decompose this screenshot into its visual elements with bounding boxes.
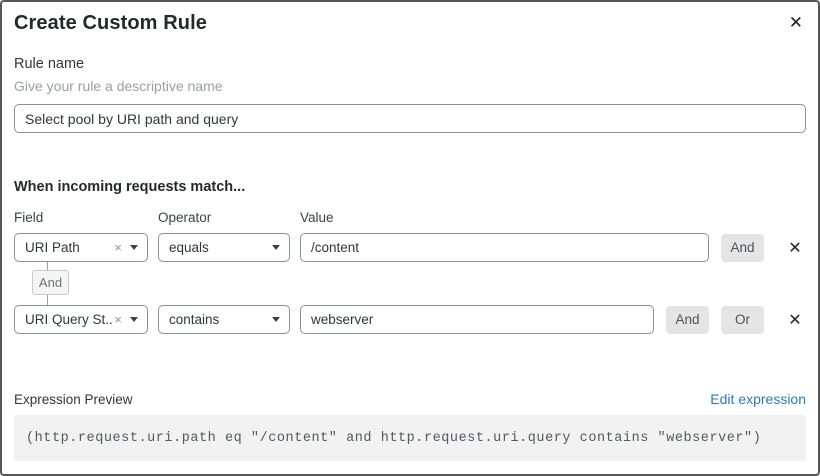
edit-expression-link[interactable]: Edit expression — [710, 391, 806, 407]
close-icon[interactable]: ✕ — [788, 13, 803, 32]
operator-select-row2-value: contains — [169, 312, 220, 327]
rule-name-input[interactable] — [14, 104, 806, 133]
rule-name-label: Rule name — [14, 56, 85, 72]
and-button-row1[interactable]: And — [721, 233, 764, 262]
field-select-row1-value: URI Path — [25, 240, 80, 255]
clear-selection-icon[interactable]: × — [114, 312, 122, 327]
operator-select-row1-value: equals — [169, 240, 209, 255]
chevron-down-icon — [130, 245, 138, 250]
operator-select-row2[interactable]: contains — [158, 305, 290, 334]
page-title: Create Custom Rule — [14, 12, 207, 34]
match-section-heading: When incoming requests match... — [14, 179, 246, 195]
chevron-down-icon — [272, 245, 280, 250]
field-select-row2[interactable]: URI Query St... × — [14, 305, 148, 334]
chevron-down-icon — [130, 317, 138, 322]
connector-line — [47, 262, 48, 270]
condition-row-1: URI Path × equals And ✕ — [14, 233, 806, 262]
value-input-row1[interactable] — [300, 233, 709, 262]
field-select-row1[interactable]: URI Path × — [14, 233, 148, 262]
value-column-label: Value — [300, 210, 334, 225]
delete-row-icon[interactable]: ✕ — [788, 239, 802, 257]
or-button-row2[interactable]: Or — [721, 305, 764, 334]
expression-code-block: (http.request.uri.path eq "/content" and… — [14, 415, 806, 461]
operator-select-row1[interactable]: equals — [158, 233, 290, 262]
value-input-row2[interactable] — [300, 305, 654, 334]
expression-preview-header: Expression Preview Edit expression — [14, 391, 806, 408]
condition-row-2: URI Query St... × contains And Or ✕ — [14, 305, 806, 334]
row-connector: And — [14, 262, 806, 305]
chevron-down-icon — [272, 317, 280, 322]
clear-selection-icon[interactable]: × — [114, 240, 122, 255]
expression-preview-label: Expression Preview — [14, 392, 133, 407]
field-select-row2-value: URI Query St... — [25, 312, 115, 327]
and-button-row2[interactable]: And — [666, 305, 709, 334]
operator-column-label: Operator — [158, 210, 212, 225]
connector-line — [47, 295, 48, 305]
rule-name-helper-text: Give your rule a descriptive name — [14, 78, 223, 94]
delete-row-icon[interactable]: ✕ — [788, 311, 802, 329]
field-column-label: Field — [14, 210, 44, 225]
condition-column-labels: Field Operator Value — [14, 210, 806, 226]
and-connector-chip: And — [32, 270, 69, 295]
dialog-header: Create Custom Rule ✕ — [14, 12, 806, 35]
